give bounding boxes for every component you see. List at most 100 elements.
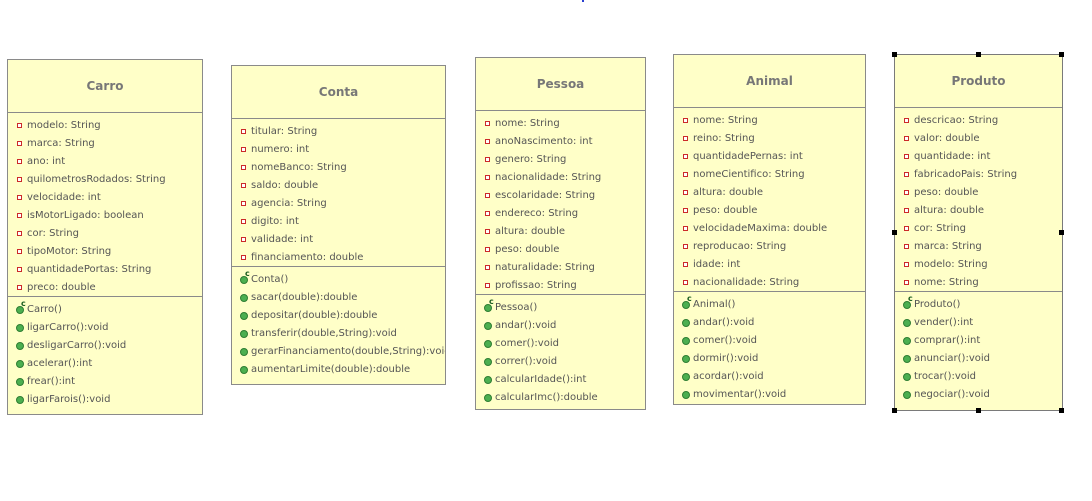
class-pessoa[interactable]: Pessoa nome: String anoNascimento: int g… [475, 57, 646, 410]
attribute-row[interactable]: escolaridade: String [476, 187, 645, 205]
method-row[interactable]: calcularIdade():int [476, 371, 645, 389]
attribute-row[interactable]: altura: double [895, 202, 1062, 220]
resize-handle-top-left[interactable] [892, 52, 897, 57]
attribute-row[interactable]: nome: String [674, 112, 865, 130]
attribute-label: peso: double [693, 205, 758, 216]
attribute-row[interactable]: modelo: String [8, 117, 202, 135]
attribute-row[interactable]: peso: double [674, 202, 865, 220]
method-row[interactable]: calcularImc():double [476, 389, 645, 407]
attribute-row[interactable]: marca: String [8, 135, 202, 153]
attribute-row[interactable]: valor: double [895, 130, 1062, 148]
attribute-row[interactable]: saldo: double [232, 177, 445, 195]
attribute-row[interactable]: quantidade: int [895, 148, 1062, 166]
attribute-row[interactable]: quilometrosRodados: String [8, 171, 202, 189]
attribute-row[interactable]: marca: String [895, 238, 1062, 256]
attribute-row[interactable]: tipoMotor: String [8, 243, 202, 261]
attribute-row[interactable]: genero: String [476, 151, 645, 169]
method-row[interactable]: comer():void [674, 332, 865, 350]
attribute-row[interactable]: numero: int [232, 141, 445, 159]
attribute-row[interactable]: descricao: String [895, 112, 1062, 130]
field-icon [904, 244, 909, 249]
attribute-row[interactable]: cor: String [895, 220, 1062, 238]
method-row[interactable]: sacar(double):double [232, 289, 445, 307]
resize-handle-right[interactable] [1059, 230, 1064, 235]
method-row[interactable]: trocar():void [895, 368, 1062, 386]
method-row[interactable]: ligarCarro():void [8, 319, 202, 337]
method-row[interactable]: movimentar():void [674, 386, 865, 404]
attribute-row[interactable]: naturalidade: String [476, 259, 645, 277]
attribute-row[interactable]: modelo: String [895, 256, 1062, 274]
attribute-row[interactable]: titular: String [232, 123, 445, 141]
attribute-row[interactable]: nacionalidade: String [674, 274, 865, 292]
class-conta[interactable]: Conta titular: String numero: int nomeBa… [231, 65, 446, 385]
attribute-row[interactable]: peso: double [895, 184, 1062, 202]
attribute-row[interactable]: ano: int [8, 153, 202, 171]
method-row[interactable]: frear():int [8, 373, 202, 391]
attribute-row[interactable]: altura: double [674, 184, 865, 202]
constructor-icon [16, 306, 24, 314]
method-row[interactable]: comprar():int [895, 332, 1062, 350]
method-row[interactable]: negociar():void [895, 386, 1062, 404]
method-row[interactable]: andar():void [674, 314, 865, 332]
method-row[interactable]: acelerar():int [8, 355, 202, 373]
attribute-row[interactable]: quantidadePortas: String [8, 261, 202, 279]
attribute-row[interactable]: reino: String [674, 130, 865, 148]
method-row[interactable]: desligarCarro():void [8, 337, 202, 355]
attribute-row[interactable]: digito: int [232, 213, 445, 231]
class-animal[interactable]: Animal nome: String reino: String quanti… [673, 54, 866, 405]
attribute-row[interactable]: velocidade: int [8, 189, 202, 207]
resize-handle-top[interactable] [976, 52, 981, 57]
method-row[interactable]: anunciar():void [895, 350, 1062, 368]
resize-handle-left[interactable] [892, 230, 897, 235]
field-icon [241, 219, 246, 224]
attribute-row[interactable]: reproducao: String [674, 238, 865, 256]
attribute-row[interactable]: nomeBanco: String [232, 159, 445, 177]
resize-handle-bottom-left[interactable] [892, 408, 897, 413]
attribute-row[interactable]: financiamento: double [232, 249, 445, 267]
class-produto[interactable]: Produto descricao: String valor: double … [894, 54, 1063, 411]
method-row[interactable]: ligarFarois():void [8, 391, 202, 409]
method-row[interactable]: vender():int [895, 314, 1062, 332]
method-row[interactable]: correr():void [476, 353, 645, 371]
attribute-row[interactable]: velocidadeMaxima: double [674, 220, 865, 238]
attribute-row[interactable]: agencia: String [232, 195, 445, 213]
attribute-row[interactable]: isMotorLigado: boolean [8, 207, 202, 225]
resize-handle-top-right[interactable] [1059, 52, 1064, 57]
method-row[interactable]: andar():void [476, 317, 645, 335]
attribute-row[interactable]: nomeCientifico: String [674, 166, 865, 184]
class-carro[interactable]: Carro modelo: String marca: String ano: … [7, 59, 203, 415]
attribute-row[interactable]: profissao: String [476, 277, 645, 295]
field-icon [683, 262, 688, 267]
attribute-row[interactable]: nome: String [895, 274, 1062, 292]
attribute-row[interactable]: preco: double [8, 279, 202, 297]
method-row[interactable]: depositar(double):double [232, 307, 445, 325]
attribute-row[interactable]: anoNascimento: int [476, 133, 645, 151]
method-row[interactable]: gerarFinanciamento(double,String):void [232, 343, 445, 361]
attribute-row[interactable]: nome: String [476, 115, 645, 133]
method-row[interactable]: dormir():void [674, 350, 865, 368]
attribute-label: nomeCientifico: String [693, 169, 805, 180]
attribute-row[interactable]: validade: int [232, 231, 445, 249]
attribute-row[interactable]: altura: double [476, 223, 645, 241]
method-row[interactable]: aumentarLimite(double):double [232, 361, 445, 379]
attribute-row[interactable]: fabricadoPais: String [895, 166, 1062, 184]
attribute-label: altura: double [914, 205, 985, 216]
attribute-row[interactable]: nacionalidade: String [476, 169, 645, 187]
resize-handle-bottom-right[interactable] [1059, 408, 1064, 413]
attribute-row[interactable]: quantidadePernas: int [674, 148, 865, 166]
attribute-row[interactable]: cor: String [8, 225, 202, 243]
resize-handle-bottom[interactable] [976, 408, 981, 413]
method-row[interactable]: acordar():void [674, 368, 865, 386]
method-row[interactable]: transferir(double,String):void [232, 325, 445, 343]
attribute-label: peso: double [495, 244, 560, 255]
attribute-row[interactable]: endereco: String [476, 205, 645, 223]
attribute-row[interactable]: peso: double [476, 241, 645, 259]
method-row[interactable]: comer():void [476, 335, 645, 353]
attribute-row[interactable]: idade: int [674, 256, 865, 274]
